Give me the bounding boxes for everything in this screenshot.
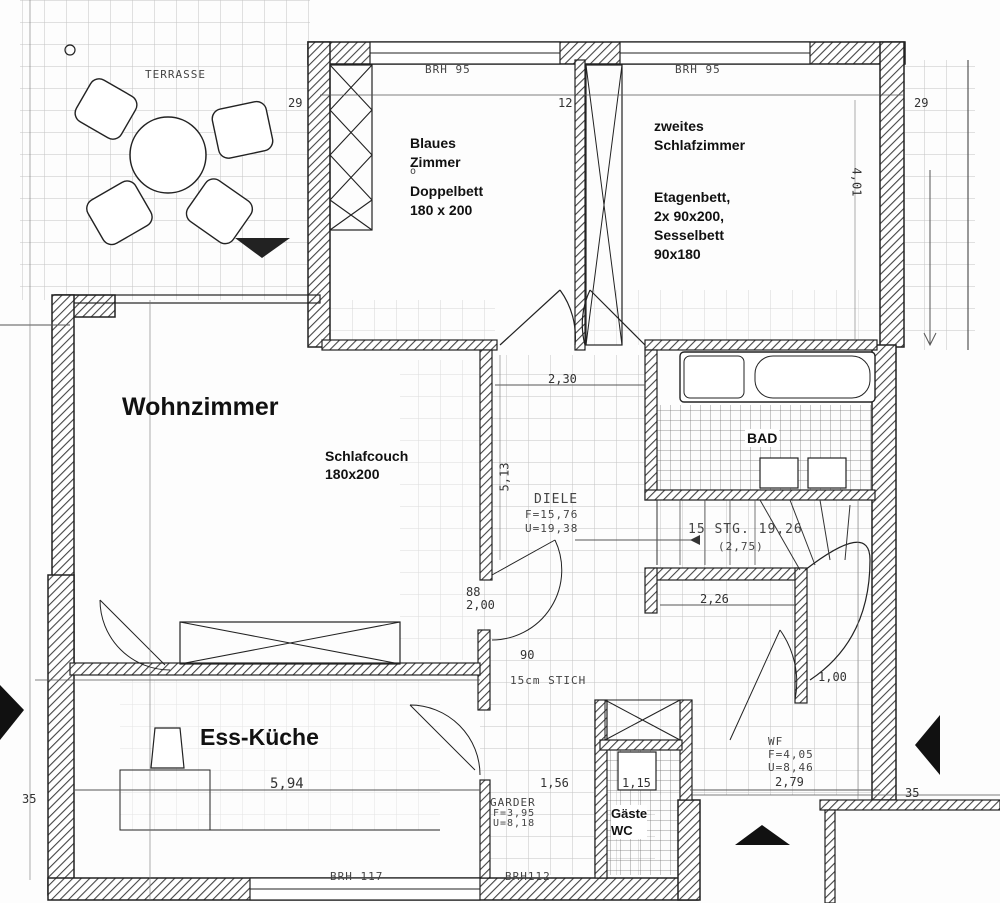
exterior-stair-grid [905,60,975,350]
annotation-stairs-sub: (2,75) [718,540,764,553]
annotation-brh-112: BRH112 [505,870,551,883]
blaues-marker: o [410,166,418,177]
dimension-2-26: 2,26 [700,592,729,606]
dimension-90: 90 [520,648,535,662]
annotation-wf-f: F=4,05 [768,748,814,761]
dimension-1-56: 1,56 [540,776,569,790]
furniture-label-etagenbett: Etagenbett, 2x 90x200, Sesselbett 90x180 [654,188,730,264]
dimension-12: 12 [558,96,573,110]
dimension-35-right: 35 [905,786,920,800]
annotation-diele-f: F=15,76 [525,508,579,521]
right-entrance-arrow [915,715,940,775]
dimension-2-79: 2,79 [775,775,804,789]
blaues-line-1: Blaues [410,135,456,151]
annotation-terrasse: TERRASSE [145,68,206,81]
dimension-5-94: 5,94 [270,776,304,792]
dimension-4-01: 4,01 [849,167,864,197]
blaues-line-4: 180 x 200 [410,202,473,218]
dimension-2-00: 2,00 [466,598,495,612]
room-label-zweites-schlafzimmer: zweites Schlafzimmer [654,117,745,155]
blaues-line-3: Doppelbett [410,183,484,199]
gaeste-line-1: Gäste [611,806,648,821]
annotation-brh-95-right: BRH 95 [675,63,721,76]
bottom-entrance-arrow [735,825,790,845]
dimension-29-right: 29 [914,96,929,110]
dimension-1-15: 1,15 [622,776,651,790]
schlafcouch-line-1: Schlafcouch [325,448,409,464]
gaeste-line-2: WC [611,823,633,838]
annotation-wf-u: U=8,46 [768,761,814,774]
dimension-29-left: 29 [288,96,303,110]
zweites-line-2: Schlafzimmer [654,137,746,153]
dimension-2-30: 2,30 [548,372,577,386]
blaues-line-2: Zimmer [410,154,461,170]
annotation-garderobe-u: U=8,18 [493,818,536,829]
terrace-table [129,116,207,194]
annotation-brh-95-left: BRH 95 [425,63,471,76]
dimension-1-00: 1,00 [818,670,847,684]
room-label-bad: BAD [745,429,780,447]
annotation-stairs: 15 STG. 19,26 [688,522,803,537]
furniture-label-schlafcouch: Schlafcouch 180x200 [325,447,408,483]
annotation-stich: 15cm STICH [510,674,587,687]
terrace-exit-arrow [235,238,290,258]
annotation-garderobe: GARDER [490,796,536,809]
dimension-88: 88 [466,585,481,599]
room-label-blaues-zimmer: Blaues Zimmer [410,134,461,172]
room-label-ess-kueche: Ess-Küche [200,724,319,750]
zweites-line-6: 90x180 [654,246,701,262]
zweites-line-3: Etagenbett, [654,189,731,205]
annotation-garderobe-f: F=3,95 [493,808,536,819]
zweites-line-4: 2x 90x200, [654,208,725,224]
annotation-brh-117: BRH 117 [330,870,384,883]
annotation-wf: WF [768,735,784,748]
room-label-gaeste-wc: Gäste WC [611,805,648,839]
furniture-label-doppelbett: Doppelbett 180 x 200 [410,182,483,220]
left-entrance-arrow [0,685,24,740]
annotation-diele-u: U=19,38 [525,522,579,535]
schlafcouch-line-2: 180x200 [325,466,380,482]
dimension-5-13: 5,13 [497,462,512,492]
room-label-wohnzimmer: Wohnzimmer [122,393,279,421]
zweites-line-1: zweites [654,118,704,134]
zweites-line-5: Sesselbett [654,227,725,243]
dimension-35-left: 35 [22,792,37,806]
annotation-diele: DIELE [534,492,579,507]
